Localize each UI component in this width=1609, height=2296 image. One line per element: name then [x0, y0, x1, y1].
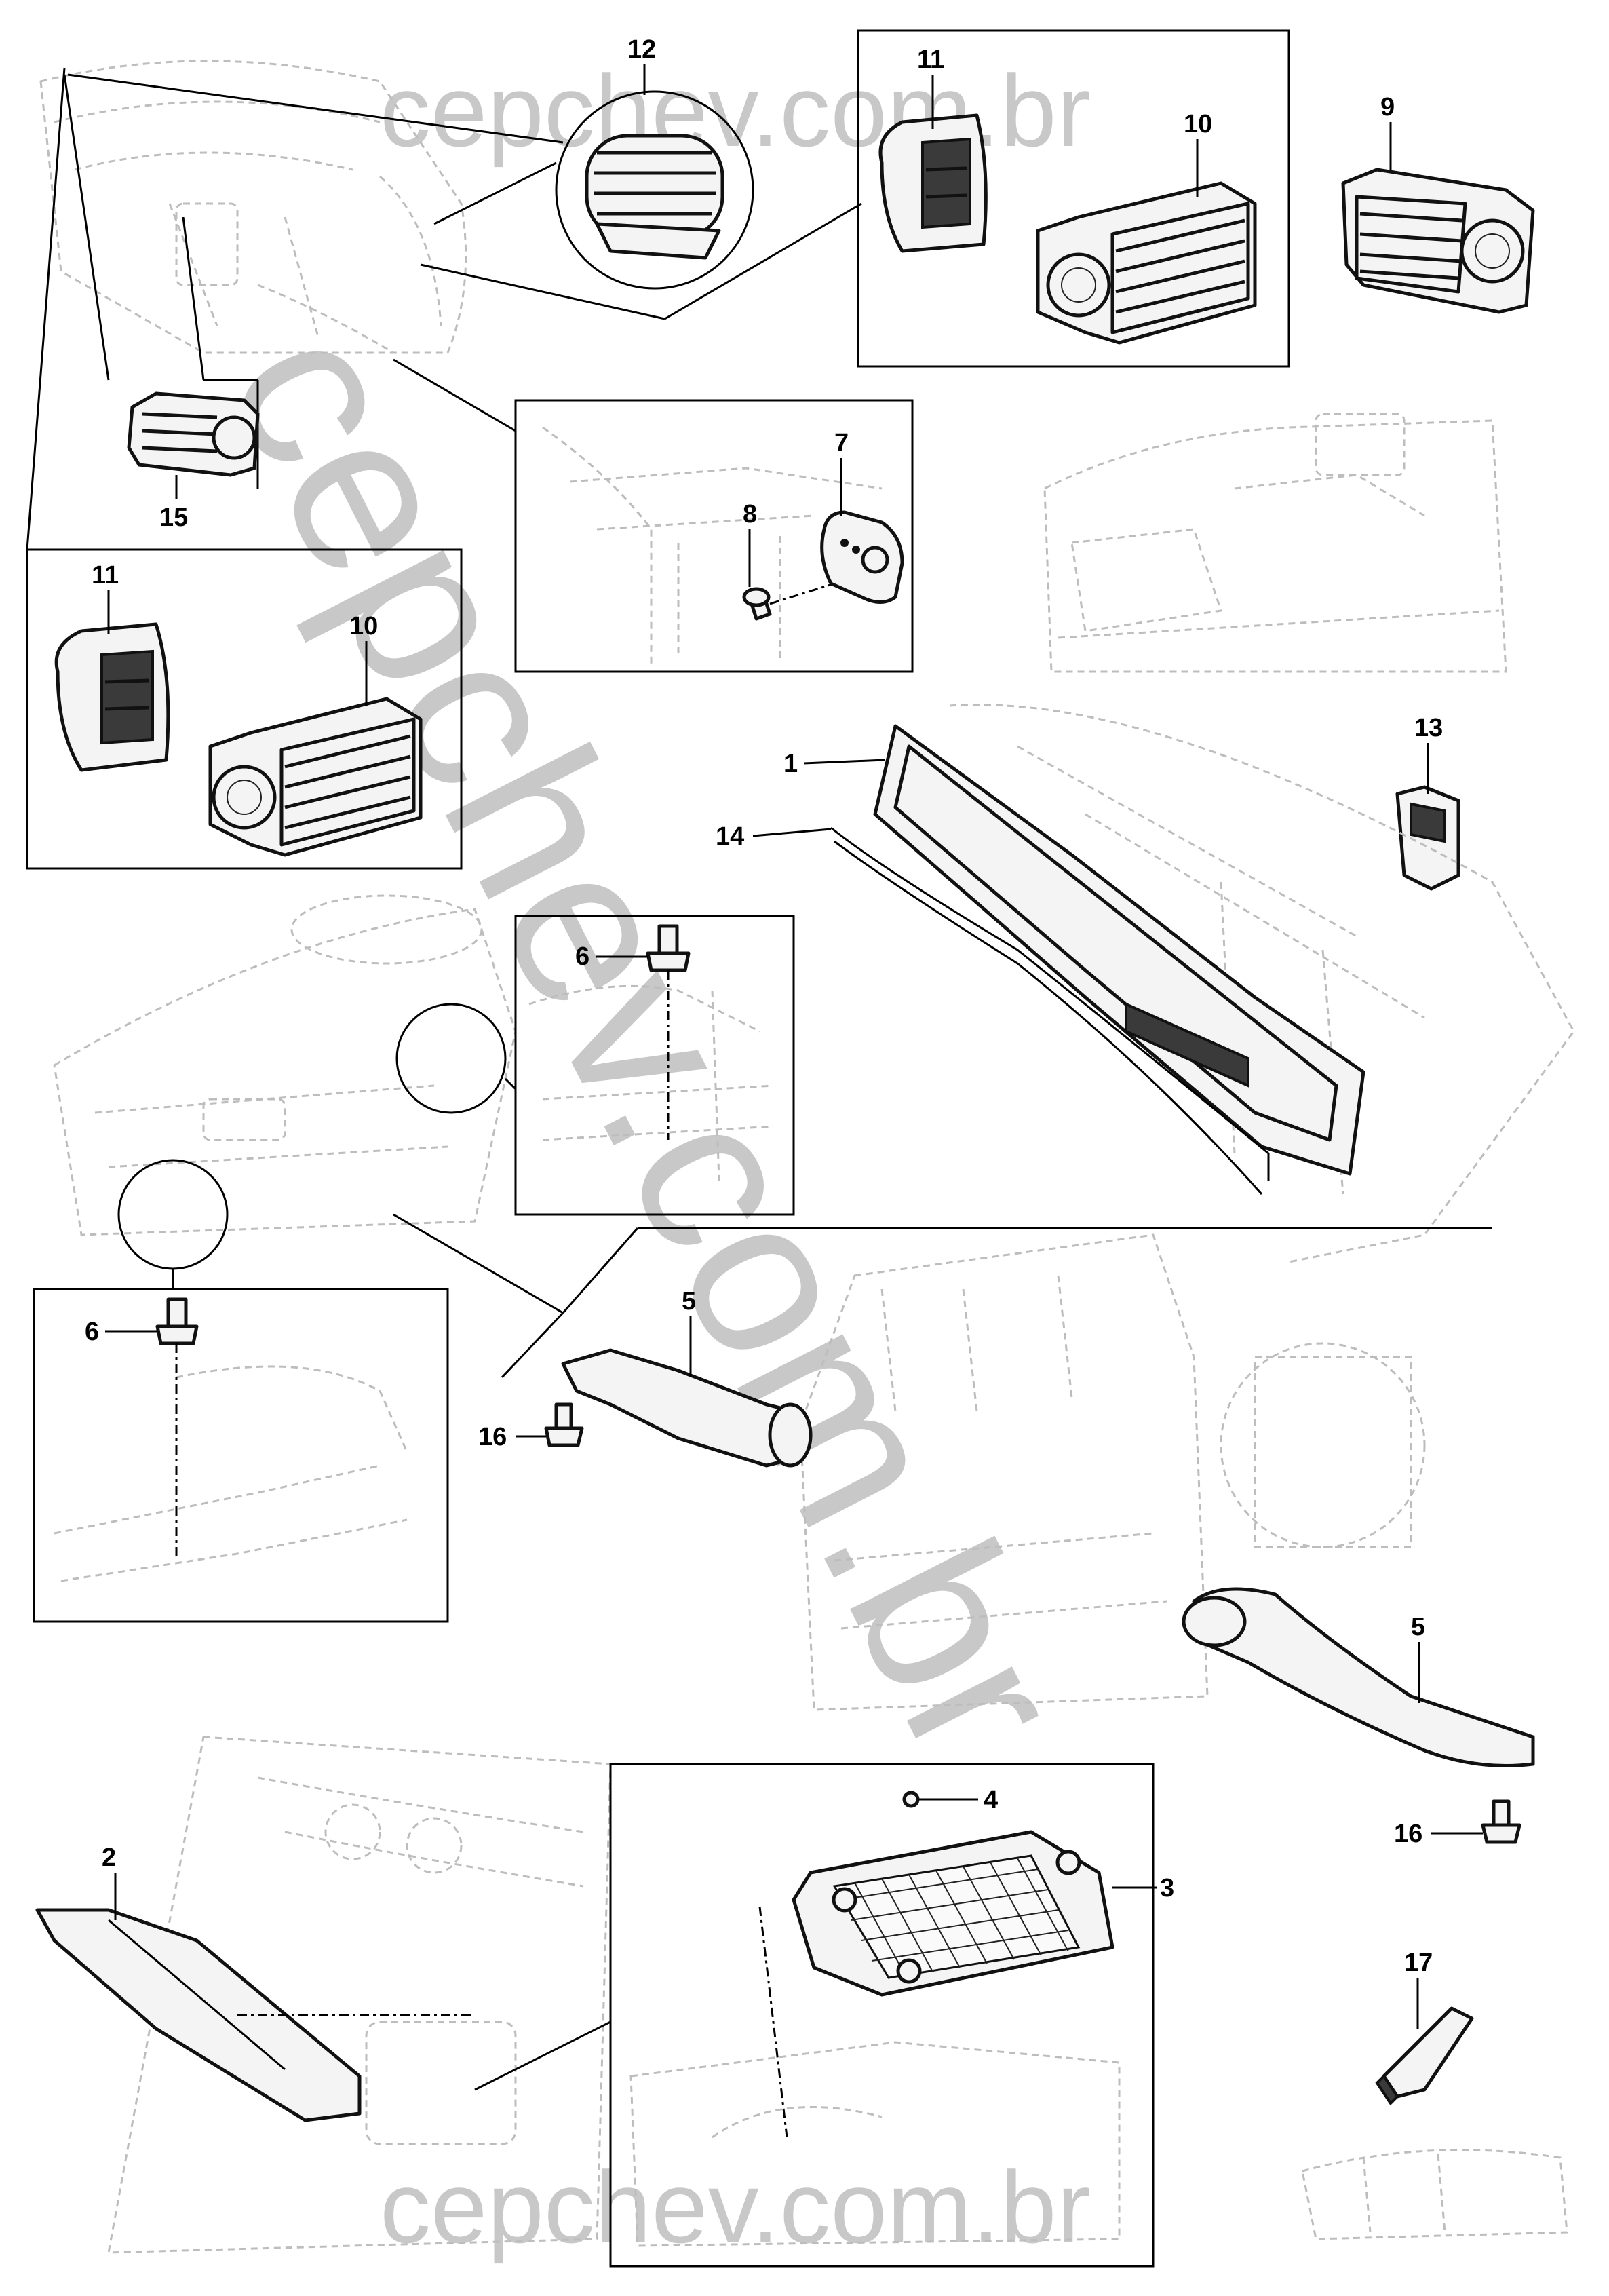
- bolt-icon-6-center: [646, 924, 691, 972]
- callout-14: 14: [716, 822, 744, 851]
- sensor-box-ghost: [542, 426, 883, 665]
- callout-5-left: 5: [682, 1287, 696, 1316]
- duct-5-left-icon: [561, 1348, 813, 1468]
- cowl-ghost: [949, 704, 1575, 1263]
- callout-17: 17: [1404, 1949, 1433, 1977]
- callout-10-top: 10: [1184, 110, 1212, 138]
- filter-detail-box: [609, 1763, 1155, 2268]
- vent-9-icon: [1341, 168, 1535, 314]
- tray-2-icon: [35, 1908, 362, 2122]
- callout-3: 3: [1160, 1874, 1174, 1902]
- callout-10-left: 10: [349, 612, 378, 640]
- callout-11-top: 11: [917, 45, 944, 74]
- callout-16-left: 16: [478, 1423, 507, 1451]
- filter-box-ghost: [629, 2041, 1121, 2247]
- bolt-icon-16-left: [544, 1402, 584, 1447]
- callout-12-zoom: 12: [67, 35, 754, 290]
- bolt-icon-6-left: [155, 1297, 199, 1345]
- callout-5-right: 5: [1411, 1613, 1425, 1641]
- callout-9: 9: [1380, 93, 1395, 121]
- vent-group-box-left: [26, 548, 463, 870]
- watermark-diagonal: cepchev.com.br: [180, 288, 1114, 1795]
- callout-4: 4: [984, 1786, 998, 1814]
- cabin-filter-3-icon: [792, 1830, 1114, 1997]
- vent-rect-icon: [1036, 181, 1257, 345]
- callout-16-right: 16: [1394, 1820, 1422, 1848]
- clip-13-icon: [1395, 785, 1460, 891]
- callout-7: 7: [834, 429, 849, 457]
- callout-15: 15: [159, 503, 188, 532]
- clip-17-icon: [1375, 2006, 1474, 2106]
- zoom-circle-right: [395, 1003, 507, 1114]
- bolt-detail-box-left: [33, 1288, 449, 1623]
- cowl-panel-icon: [830, 724, 1365, 1195]
- watermark-bottom: cepchev.com.br: [380, 2150, 1091, 2264]
- bottom-right-ghost: [1301, 2149, 1568, 2240]
- bolt-icon-16-right: [1481, 1799, 1521, 1844]
- callout-1: 1: [783, 750, 798, 778]
- sensor-cap-icon: [742, 587, 772, 621]
- bolt-left-ghost: [54, 1365, 408, 1582]
- callout-13: 13: [1414, 714, 1443, 742]
- vent-rect-icon-left: [208, 697, 423, 857]
- callout-12: 12: [627, 35, 656, 64]
- zoom-circle-left: [117, 1159, 229, 1270]
- callout-11-left: 11: [92, 561, 119, 590]
- duct-5-right-icon: [1182, 1587, 1535, 1767]
- dashboard-ghost: [39, 60, 467, 354]
- vent-group-box-top: [857, 29, 1290, 368]
- callout-6-left: 6: [85, 1318, 99, 1346]
- callout-6-center: 6: [575, 942, 589, 971]
- bottom-left-ghost: [107, 1736, 612, 2254]
- hvac-module-ghost: [799, 1233, 1426, 1711]
- screw-4-icon: [902, 1791, 920, 1808]
- sensor-detail-box: [514, 399, 914, 673]
- vent-side-icon-left: [54, 622, 170, 772]
- vent-side-icon: [878, 113, 988, 253]
- console-ghost: [1043, 413, 1507, 673]
- dash-frame-ghost: [53, 894, 517, 1236]
- sensor-plate-icon: [820, 510, 904, 604]
- bolt-center-ghost: [528, 984, 774, 1181]
- bolt-detail-box-center: [514, 915, 795, 1216]
- vent-15-icon: [127, 391, 260, 477]
- callout-8: 8: [743, 500, 757, 529]
- callout-2: 2: [102, 1843, 116, 1872]
- round-vent-icon: [585, 134, 724, 260]
